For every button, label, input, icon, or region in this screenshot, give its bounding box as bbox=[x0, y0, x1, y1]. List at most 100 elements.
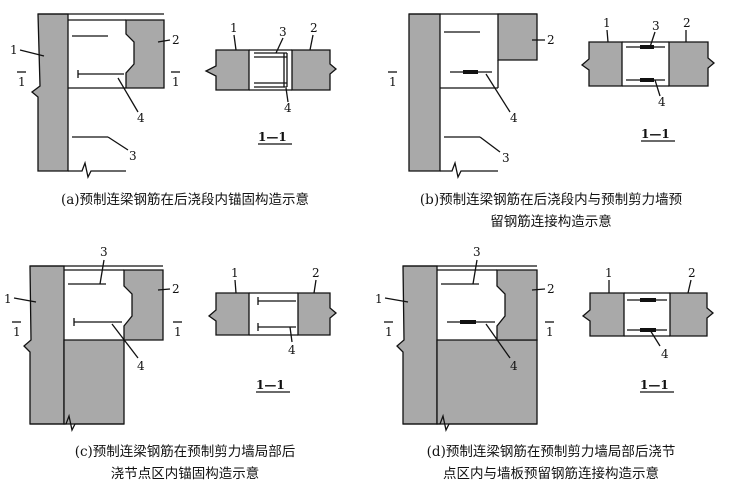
leader-1 bbox=[384, 297, 409, 303]
panel-a-elevation bbox=[17, 13, 180, 179]
break-line-bottom bbox=[30, 413, 124, 432]
section-leader-4 bbox=[649, 329, 661, 347]
panel-b bbox=[388, 13, 716, 179]
caption-b-line-1: (b)预制连梁钢筋在后浇段内与预制剪力墙预 bbox=[419, 192, 683, 208]
section-leader-2 bbox=[309, 34, 314, 51]
section-leader-3 bbox=[275, 37, 284, 54]
sec-label-b-1: 1 bbox=[603, 16, 611, 30]
section-mark-b-left: 1 bbox=[389, 75, 397, 89]
section-wall-right bbox=[669, 292, 715, 337]
section-leader-2 bbox=[313, 279, 317, 294]
section-leader-1 bbox=[606, 29, 609, 43]
caption-a-line-1: (a)预制连梁钢筋在后浇段内锚固构造示意 bbox=[60, 192, 310, 208]
panel-c-section bbox=[207, 279, 338, 393]
caption-d-line-1: (d)预制连梁钢筋在预制剪力墙局部后浇节 bbox=[426, 444, 676, 460]
label-b-bar-mid: 4 bbox=[510, 111, 518, 125]
leader-1 bbox=[13, 297, 37, 303]
section-leader-3 bbox=[649, 31, 656, 48]
sec-label-b-2: 2 bbox=[683, 16, 691, 30]
precast-wall-lower bbox=[63, 339, 125, 425]
leader-4 bbox=[111, 323, 139, 359]
section-wall-left bbox=[581, 292, 625, 337]
leader-1 bbox=[19, 49, 45, 57]
leader-3-bottom bbox=[479, 136, 501, 153]
sec-label-b-3: 3 bbox=[652, 19, 660, 33]
section-title-c: 1—1 bbox=[256, 378, 285, 392]
sec-label-a-2: 2 bbox=[310, 21, 318, 35]
section-mark-d-right: 1 bbox=[546, 325, 554, 339]
section-wall-right bbox=[668, 41, 716, 87]
break-line-bottom bbox=[440, 160, 498, 179]
sec-label-d-1: 1 bbox=[605, 266, 613, 280]
sec-label-c-2: 2 bbox=[312, 266, 320, 280]
label-a-bar-mid: 4 bbox=[137, 111, 145, 125]
section-leader-4 bbox=[285, 87, 289, 103]
panel-c bbox=[12, 259, 338, 432]
section-leader-1 bbox=[234, 279, 237, 294]
section-mark-a-right: 1 bbox=[172, 75, 180, 89]
label-d-bar-top: 3 bbox=[473, 245, 481, 259]
sec-label-d-4: 4 bbox=[661, 347, 669, 361]
sec-label-c-4: 4 bbox=[288, 343, 296, 357]
panel-b-elevation bbox=[388, 13, 545, 179]
label-b-bar-bottom: 3 bbox=[502, 151, 510, 165]
precast-wall-right bbox=[125, 19, 165, 89]
precast-wall-left bbox=[30, 13, 69, 172]
leader-4 bbox=[485, 323, 511, 359]
panel-b-section bbox=[580, 29, 716, 142]
panel-d-section bbox=[581, 279, 715, 393]
sec-label-b-4: 4 bbox=[658, 95, 666, 109]
label-c-bar-top: 3 bbox=[100, 245, 108, 259]
caption-b: (b)预制连梁钢筋在后浇段内与预制剪力墙预 留钢筋连接构造示意 bbox=[378, 189, 724, 233]
caption-d: (d)预制连梁钢筋在预制剪力墙局部后浇节 点区内与墙板预留钢筋连接构造示意 bbox=[376, 441, 726, 485]
sec-label-a-4: 4 bbox=[284, 101, 292, 115]
label-d-bar-mid: 4 bbox=[510, 359, 518, 373]
break-line-bottom bbox=[403, 413, 537, 432]
caption-c-line-2: 浇节点区内锚固构造示意 bbox=[110, 466, 260, 482]
sec-label-d-2: 2 bbox=[688, 266, 696, 280]
leader-3 bbox=[472, 259, 478, 285]
caption-c-line-1: (c)预制连梁钢筋在预制剪力墙局部后 bbox=[74, 444, 296, 460]
leader-3 bbox=[99, 259, 105, 285]
precast-wall-right bbox=[496, 269, 538, 341]
precast-wall-left bbox=[23, 265, 65, 425]
leader-3-bottom bbox=[107, 136, 129, 151]
label-d-wall-right: 2 bbox=[547, 282, 555, 296]
precast-wall-left bbox=[396, 265, 438, 425]
section-mark-d-left: 1 bbox=[385, 325, 393, 339]
caption-c: (c)预制连梁钢筋在预制剪力墙局部后 浇节点区内锚固构造示意 bbox=[10, 441, 360, 485]
section-title-b: 1—1 bbox=[641, 127, 670, 141]
label-a-wall-right: 2 bbox=[172, 33, 180, 47]
leader-4 bbox=[117, 77, 139, 113]
leader-2 bbox=[157, 39, 171, 43]
label-c-bar-mid: 4 bbox=[137, 359, 145, 373]
panel-c-elevation bbox=[12, 259, 182, 432]
sec-label-a-1: 1 bbox=[230, 21, 238, 35]
precast-wall-lower bbox=[436, 339, 538, 425]
section-wall-left bbox=[204, 49, 250, 91]
label-a-bar-bottom: 3 bbox=[129, 149, 137, 163]
sec-label-c-1: 1 bbox=[231, 266, 239, 280]
caption-b-line-2: 留钢筋连接构造示意 bbox=[490, 214, 612, 230]
leader-4 bbox=[485, 73, 511, 113]
break-line-bottom bbox=[68, 160, 126, 179]
section-leader-2 bbox=[687, 279, 692, 294]
section-mark-a-left: 1 bbox=[18, 75, 26, 89]
section-title-d: 1—1 bbox=[640, 378, 669, 392]
section-wall-right bbox=[291, 49, 338, 91]
section-wall-left bbox=[580, 41, 623, 87]
section-title-a: 1—1 bbox=[258, 130, 287, 144]
panel-a bbox=[17, 13, 338, 179]
caption-d-line-2: 点区内与墙板预留钢筋连接构造示意 bbox=[443, 466, 659, 482]
section-wall-right bbox=[297, 292, 338, 336]
precast-wall-right bbox=[497, 13, 538, 61]
leader-2 bbox=[157, 288, 171, 291]
section-mark-c-right: 1 bbox=[174, 325, 182, 339]
caption-a: (a)预制连梁钢筋在后浇段内锚固构造示意 bbox=[10, 189, 360, 211]
sec-label-a-3: 3 bbox=[279, 25, 287, 39]
label-d-wall-left: 1 bbox=[375, 292, 383, 306]
panel-a-section bbox=[204, 34, 338, 145]
precast-wall-left bbox=[408, 13, 441, 172]
label-c-wall-left: 1 bbox=[4, 292, 12, 306]
